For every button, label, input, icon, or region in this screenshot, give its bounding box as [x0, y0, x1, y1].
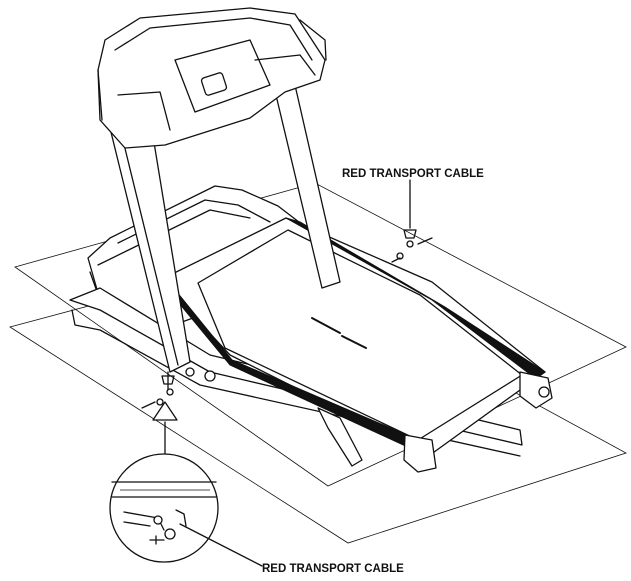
leader-lines	[179, 179, 411, 567]
running-deck	[159, 217, 553, 473]
hardware-right	[391, 199, 433, 263]
uprights	[107, 69, 341, 373]
console	[97, 7, 327, 149]
triangle-callout-icon	[152, 401, 178, 457]
leader-line-lower	[179, 523, 263, 567]
detail-magnifier	[109, 453, 219, 563]
callout-label-lower: RED TRANSPORT CABLE	[262, 563, 404, 575]
hardware-left	[141, 367, 216, 409]
callout-label-upper: RED TRANSPORT CABLE	[342, 168, 484, 180]
